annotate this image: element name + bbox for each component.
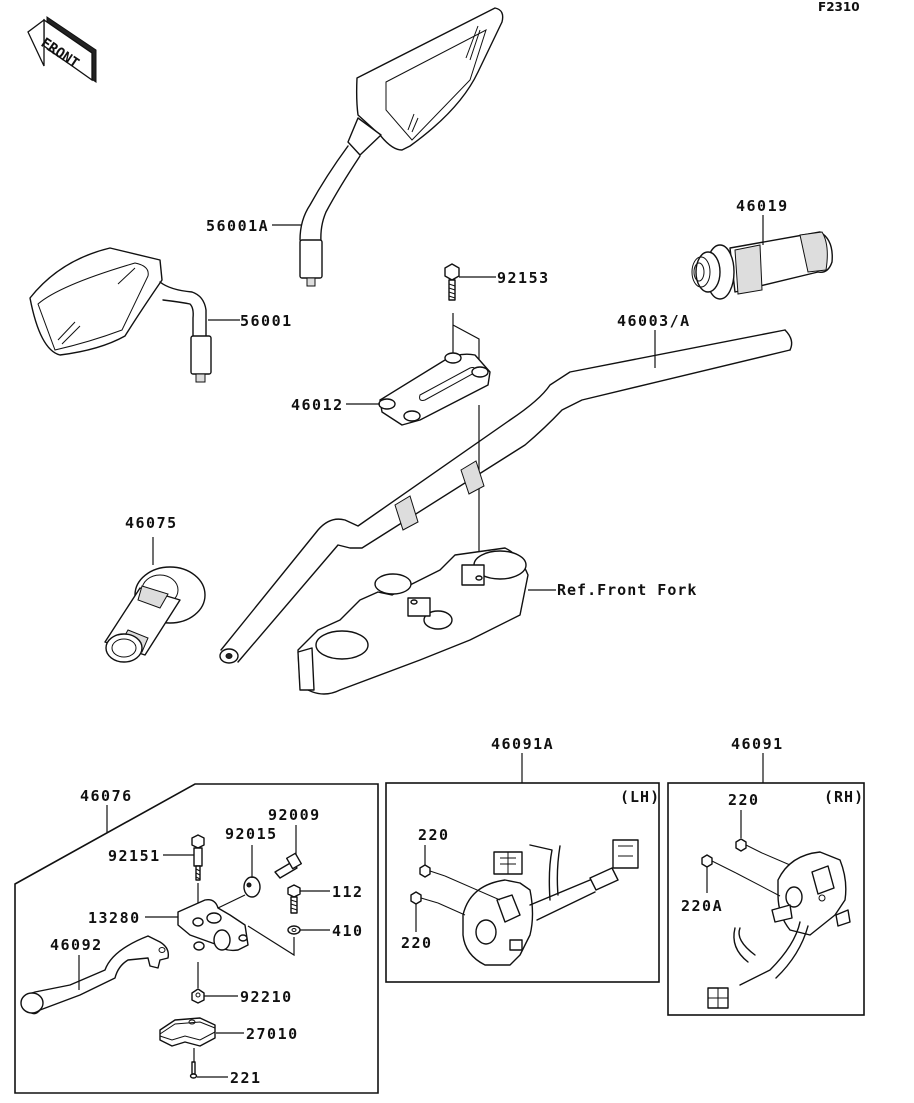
lever-assembly-box	[14, 783, 379, 1094]
left-grip-46075[interactable]	[104, 566, 206, 663]
screw-221[interactable]	[189, 1061, 198, 1079]
throttle-grip-46019[interactable]	[691, 231, 833, 300]
lever-holder-13280[interactable]	[177, 898, 249, 952]
lh-switch-box	[385, 782, 660, 983]
label-46003A: 46003/A	[617, 312, 691, 330]
label-112: 112	[332, 883, 364, 901]
label-46075: 46075	[125, 514, 178, 532]
label-13280: 13280	[88, 909, 141, 927]
mirror-right[interactable]	[299, 7, 504, 287]
label-46091: 46091	[731, 735, 784, 753]
bolt-92151[interactable]	[191, 834, 205, 881]
label-56001A: 56001A	[206, 217, 269, 235]
label-lh-220-lower: 220	[401, 934, 433, 952]
label-46092: 46092	[50, 936, 103, 954]
label-92151: 92151	[108, 847, 161, 865]
bolt-112[interactable]	[287, 884, 301, 914]
diagram-code: F2310	[818, 0, 860, 14]
rh-handlebar-switch[interactable]	[707, 851, 851, 1009]
adjuster-dial-92015[interactable]	[243, 876, 261, 898]
lh-screw-lower[interactable]	[410, 891, 439, 905]
mirror-left[interactable]	[29, 247, 212, 383]
washer-410[interactable]	[287, 925, 301, 935]
label-92009: 92009	[268, 806, 321, 824]
rh-switch-box	[667, 782, 865, 1016]
handlebar-46003[interactable]	[219, 329, 793, 664]
steering-stem-clamp[interactable]	[297, 547, 529, 695]
label-92153: 92153	[497, 269, 550, 287]
label-rh-220A: 220A	[681, 897, 723, 915]
label-46012: 46012	[291, 396, 344, 414]
handlebar-holder-46012[interactable]	[378, 352, 491, 426]
lh-handlebar-switch[interactable]	[462, 839, 639, 966]
label-92210: 92210	[240, 988, 293, 1006]
label-46091A: 46091A	[491, 735, 554, 753]
label-46019: 46019	[736, 197, 789, 215]
rh-side-label: (RH)	[824, 788, 864, 806]
label-27010: 27010	[246, 1025, 299, 1043]
label-rh-220: 220	[728, 791, 760, 809]
lh-screw-upper[interactable]	[419, 864, 446, 878]
front-arrow-icon: FRONT	[27, 16, 97, 83]
rh-screw-upper[interactable]	[735, 838, 763, 854]
lh-side-label: (LH)	[620, 788, 660, 806]
label-46076: 46076	[80, 787, 133, 805]
ref-front-fork: Ref.Front Fork	[557, 581, 697, 599]
label-lh-220-upper: 220	[418, 826, 450, 844]
adjuster-screw-92009[interactable]	[274, 852, 303, 879]
clutch-lever-46092[interactable]	[20, 935, 170, 1015]
rh-screw-lower[interactable]	[701, 854, 737, 874]
label-56001: 56001	[240, 312, 293, 330]
label-410: 410	[332, 922, 364, 940]
label-92015: 92015	[225, 825, 278, 843]
clutch-switch-27010[interactable]	[159, 1017, 216, 1047]
label-221: 221	[230, 1069, 262, 1087]
nut-92210[interactable]	[191, 988, 205, 1004]
knurl-band-1	[394, 460, 485, 531]
bolt-92153[interactable]	[444, 263, 460, 301]
